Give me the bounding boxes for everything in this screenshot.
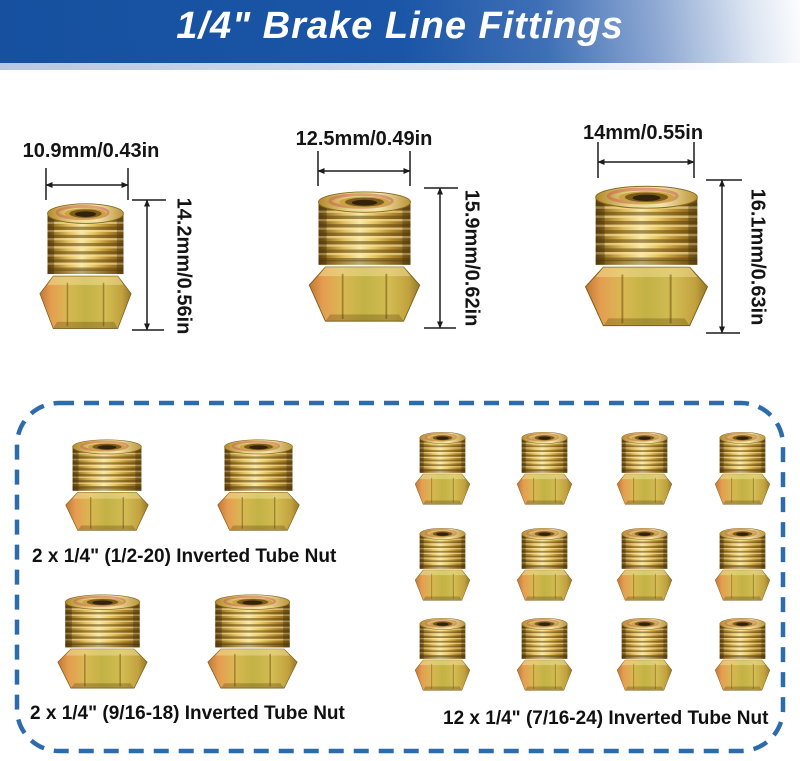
fitting-illustration-716-24 [516,527,573,602]
fitting-illustration-716-24 [414,527,471,602]
fitting-illustration-half20 [216,438,301,532]
fitting-illustration-half20 [64,438,150,532]
kit-group-label-716-24: 12 x 1/4" (7/16-24) Inverted Tube Nut [443,708,769,729]
fitting-illustration-916-18 [56,593,149,690]
width-label-small: 10.9mm/0.43in [22,140,160,162]
fitting-illustration-716-24 [616,431,673,506]
fitting-illustration-916-18 [206,593,299,690]
height-label-large: 16.1mm/0.63in [746,188,769,326]
title-banner: 1/4" Brake Line Fittings [0,0,800,63]
height-label-small: 14.2mm/0.56in [172,197,195,335]
fitting-illustration-716-24 [714,431,771,506]
width-label-large: 14mm/0.55in [582,122,704,144]
fitting-illustration-medium [307,190,422,323]
fitting-illustration-716-24 [714,617,771,692]
fitting-illustration-716-24 [516,617,573,692]
page-title: 1/4" Brake Line Fittings [176,5,624,47]
fitting-illustration-716-24 [414,617,471,692]
kit-group-label-half20: 2 x 1/4" (1/2-20) Inverted Tube Nut [32,546,337,567]
kit-group-label-916-18: 2 x 1/4" (9/16-18) Inverted Tube Nut [30,703,345,724]
banner-underline-strip [0,63,800,70]
fitting-illustration-716-24 [414,431,471,506]
fitting-illustration-large [583,184,710,328]
fitting-illustration-716-24 [516,431,573,506]
fitting-illustration-716-24 [714,527,771,602]
height-label-medium: 15.9mm/0.62in [460,189,483,327]
width-label-medium: 12.5mm/0.49in [295,128,433,150]
fitting-illustration-716-24 [616,527,673,602]
fitting-illustration-small [38,202,133,330]
fitting-illustration-716-24 [616,617,673,692]
